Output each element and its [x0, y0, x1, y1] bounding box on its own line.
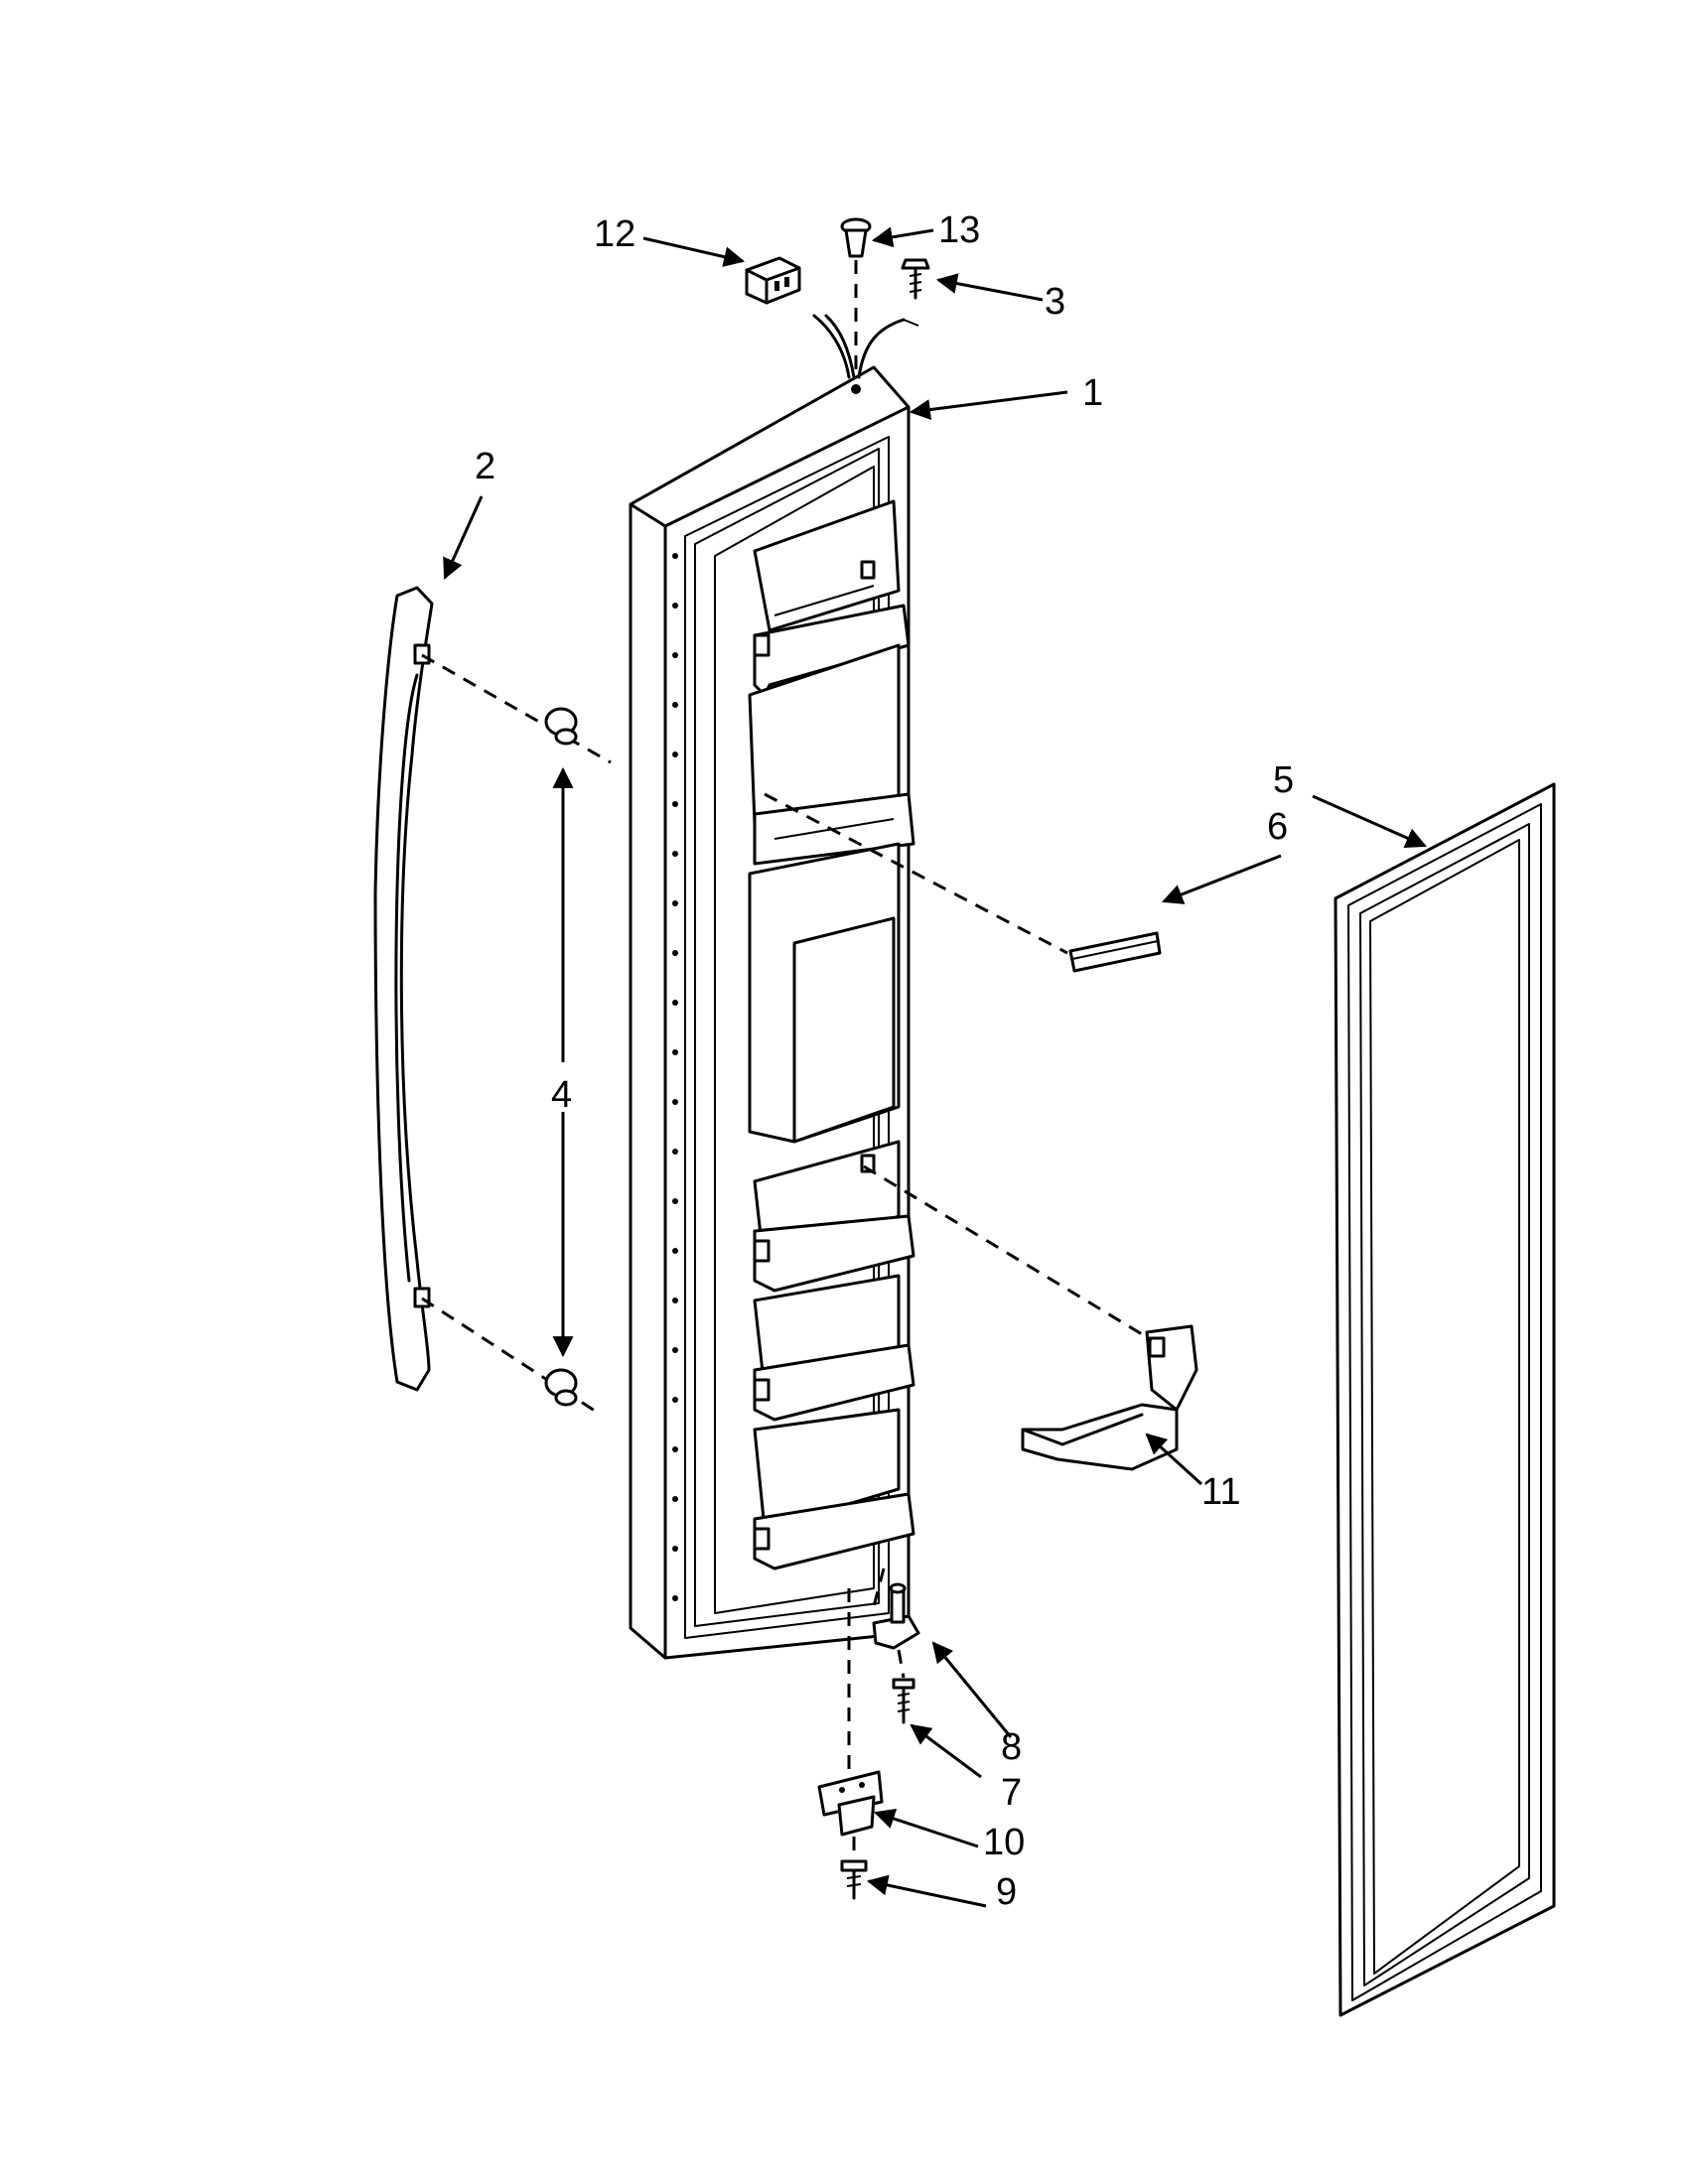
gasket-studs: [672, 553, 678, 1601]
leader-lines: [443, 226, 1427, 1908]
callout-5: 5: [1273, 759, 1294, 801]
callout-10: 10: [983, 1822, 1025, 1863]
door-gasket: [1334, 782, 1556, 2017]
callout-labels: 1 2 3 4 5 6 7 8 9 10 11 12 13: [475, 209, 1294, 1913]
door-bin: [863, 1164, 1198, 1471]
handle-studs: [544, 707, 578, 1407]
callout-6: 6: [1267, 806, 1288, 848]
callout-12: 12: [594, 213, 635, 255]
trim-strip: [764, 792, 1162, 973]
callout-11: 11: [1201, 1471, 1240, 1513]
connector: [745, 256, 801, 305]
callout-13: 13: [938, 209, 980, 251]
callout-4: 4: [551, 1074, 572, 1116]
callout-1: 1: [1082, 372, 1103, 414]
callout-2: 2: [475, 446, 495, 487]
door-handle: [373, 586, 612, 1417]
hinge-assembly: [817, 1568, 920, 1900]
door-switch: [840, 217, 872, 372]
screw-top: [901, 258, 930, 300]
callout-7: 7: [1001, 1772, 1022, 1814]
callout-3: 3: [1045, 281, 1065, 323]
callout-8: 8: [1001, 1726, 1022, 1768]
callout-9: 9: [996, 1871, 1017, 1913]
door-assembly: [629, 314, 919, 1660]
